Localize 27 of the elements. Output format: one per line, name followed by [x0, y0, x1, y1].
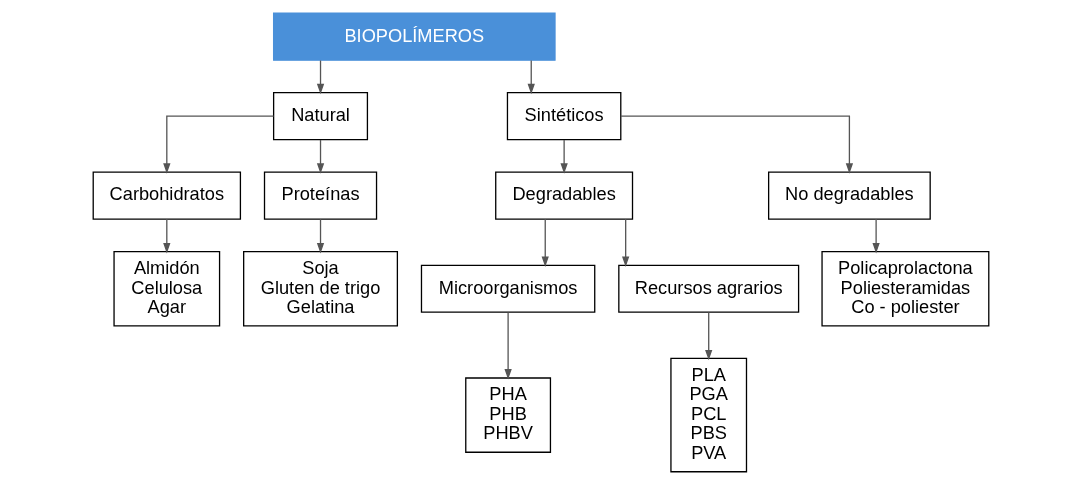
arrow — [527, 59, 535, 95]
node-box: PLA PGA PCL PBS PVA — [670, 357, 748, 473]
node-box: BIOPOLÍMEROS — [273, 12, 556, 61]
node-box: Almidón Celulosa Agar — [113, 250, 221, 327]
arrow — [163, 218, 171, 254]
arrow — [622, 218, 630, 267]
node-box: PHA PHB PHBV — [465, 377, 552, 453]
node-box: No degradables — [768, 171, 931, 220]
arrow — [316, 218, 325, 254]
node-box: Degradables — [495, 171, 634, 220]
arrow — [705, 311, 713, 361]
node-box: Proteínas — [263, 171, 378, 220]
node-box: Soja Gluten de trigo Gelatina — [243, 250, 399, 327]
node-box: Carbohidratos — [92, 171, 242, 220]
arrow — [872, 218, 880, 254]
node-box: Recursos agrarios — [618, 264, 800, 313]
arrow — [163, 115, 275, 174]
arrow — [620, 115, 854, 174]
arrow — [560, 139, 568, 174]
arrow — [316, 139, 325, 174]
arrow — [541, 218, 549, 267]
node-box: Natural — [273, 92, 369, 141]
arrow — [504, 311, 512, 380]
arrow — [316, 59, 325, 95]
node-box: Microorganismos — [420, 264, 596, 313]
node-box: Policaprolactona Poliesteramidas Co - poliester — [821, 250, 990, 327]
node-box: Sintéticos — [506, 92, 622, 141]
